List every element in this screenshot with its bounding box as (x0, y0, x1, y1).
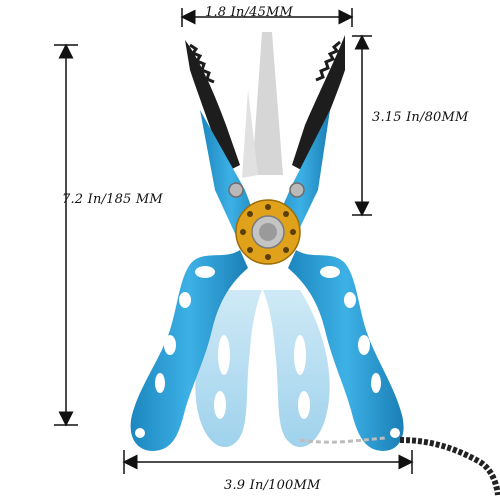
total-length-label: 7.2 In/185 MM (62, 192, 163, 207)
ghost-pliers (195, 32, 330, 448)
lanyard-icon (299, 436, 500, 496)
jaw-length-label: 3.15 In/80MM (372, 110, 469, 125)
dimension-arrows (54, 8, 414, 474)
bottom-width-label: 3.9 In/100MM (224, 478, 321, 493)
fishing-pliers-icon (130, 35, 404, 451)
top-width-label: 1.8 In/45MM (205, 5, 294, 20)
